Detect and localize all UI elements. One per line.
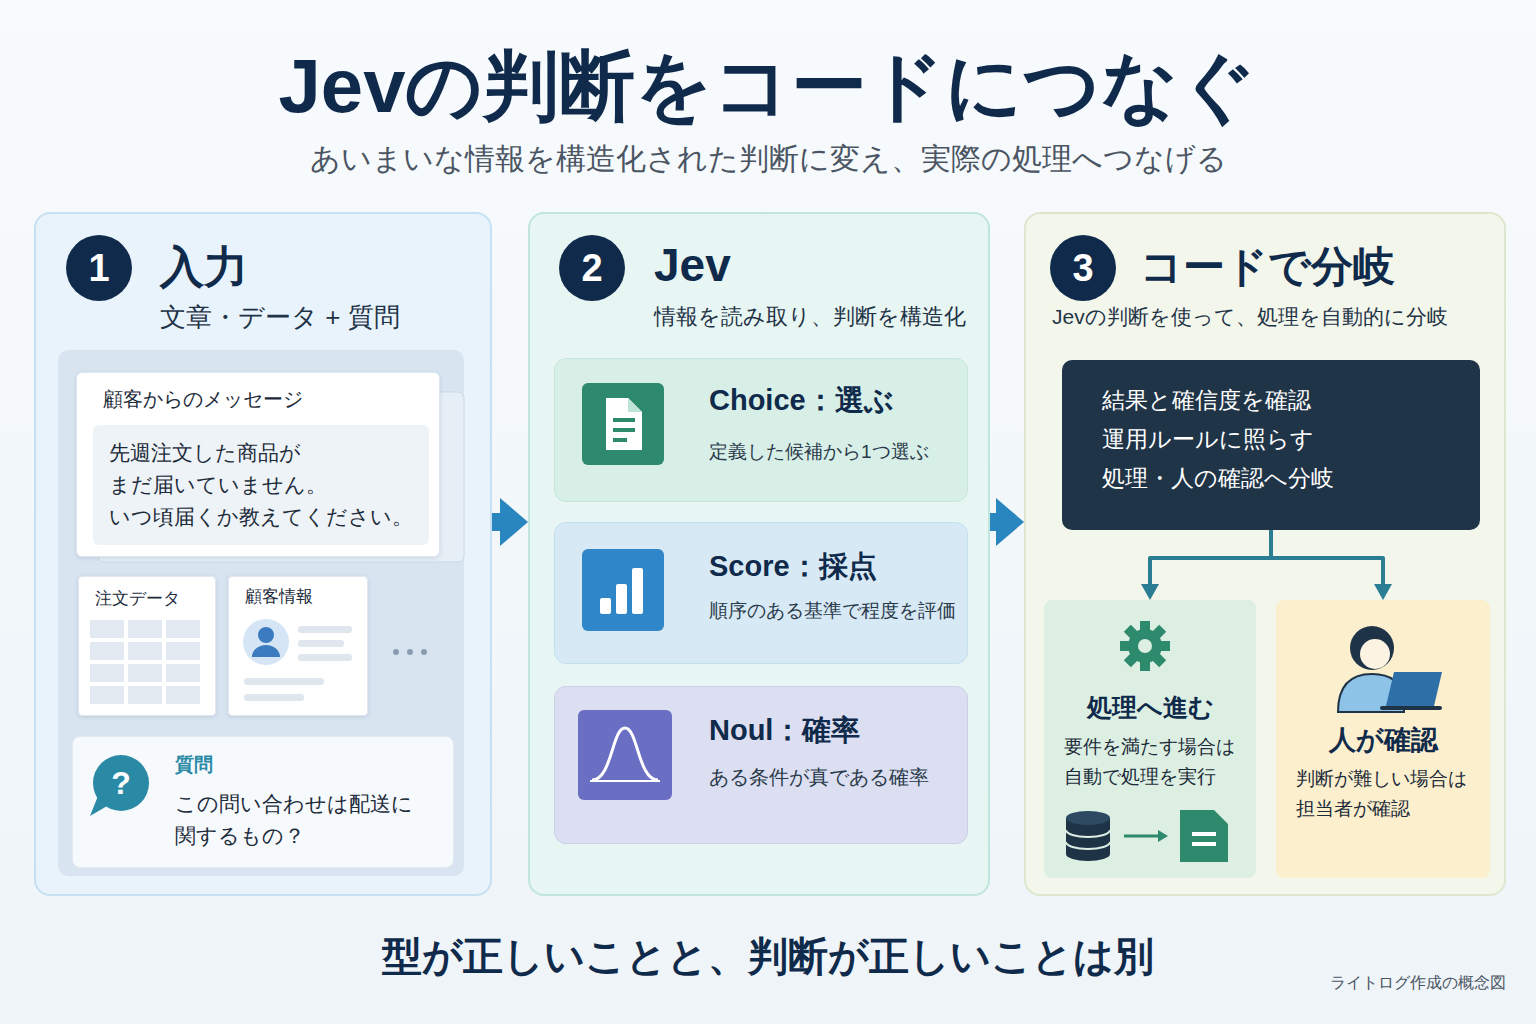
message-text: 先週注文した商品が まだ届いていません。 いつ頃届くか教えてください。 — [109, 437, 425, 533]
mode-card: Noul：確率ある条件が真である確率 — [554, 686, 968, 844]
branch-heading: 処理へ進む — [1044, 692, 1256, 722]
step-number: 2 — [559, 235, 625, 301]
auto-branch-box: 処理へ進む要件を満たす場合は 自動で処理を実行 — [1044, 600, 1256, 878]
mode-card: Score：採点順序のある基準で程度を評価 — [554, 522, 968, 664]
rule-line: 運用ルールに照らす — [1102, 426, 1314, 454]
diagram-title: Jevの判断をコードにつなぐ — [0, 40, 1536, 131]
credit-note: ライトログ作成の概念図 — [1300, 973, 1506, 992]
panel-heading: Jev — [654, 238, 731, 293]
card-title: 顧客からのメッセージ — [103, 387, 303, 411]
data-card: 顧客情報 — [228, 576, 368, 716]
mode-description: 順序のある基準で程度を評価 — [709, 600, 956, 623]
card-title: 顧客情報 — [245, 587, 313, 607]
flow-arrow — [990, 513, 996, 531]
mode-heading: Noul：確率 — [709, 713, 860, 748]
branch-heading: 人が確認 — [1276, 724, 1490, 756]
jev-panel: 2 Jev 情報を読み取り、判断を構造化 Choice：選ぶ定義した候補から1つ選ぶ S… — [528, 212, 990, 896]
mode-description: ある条件が真である確率 — [709, 765, 929, 789]
input-panel: 1 入力文章・データ + 質問顧客からのメッセージ先週注文した商品が まだ届いてい… — [34, 212, 492, 896]
question-label: 質問 — [175, 754, 213, 777]
rule-line: 処理・人の確認へ分岐 — [1102, 465, 1334, 493]
question-box: ? 質問この問い合わせは配送に 関するもの？ — [72, 736, 454, 868]
data-card: 注文データ — [78, 576, 216, 716]
card-title: 注文データ — [95, 589, 180, 609]
subtitle: あいまいな情報を構造化された判断に変え、実際の処理へつなげる — [0, 141, 1536, 177]
panel-heading: 入力 — [160, 241, 248, 294]
rule-line: 結果と確信度を確認 — [1102, 387, 1311, 415]
mode-card: Choice：選ぶ定義した候補から1つ選ぶ — [554, 358, 968, 502]
mode-heading: Choice：選ぶ — [709, 383, 894, 418]
mode-heading: Score：採点 — [709, 549, 877, 584]
diagram-caption: 型が正しいことと、判断が正しいことは別 — [0, 932, 1536, 980]
branch-panel: 3 コードで分岐 Jevの判断を使って、処理を自動的に分岐結果と確信度を確認運用ルー… — [1024, 212, 1506, 896]
branch-description: 判断が難しい場合は 担当者が確認 — [1296, 764, 1488, 824]
mode-description: 定義した候補から1つ選ぶ — [709, 441, 929, 464]
rule-box: 結果と確信度を確認運用ルールに照らす処理・人の確認へ分岐 — [1062, 360, 1480, 530]
branch-description: 要件を満たす場合は 自動で処理を実行 — [1064, 732, 1254, 792]
question-text: この問い合わせは配送に 関するもの？ — [175, 788, 437, 852]
human-branch-box: 人が確認判断が難しい場合は 担当者が確認 — [1276, 600, 1490, 878]
step-number: 3 — [1050, 235, 1116, 301]
message-card: 顧客からのメッセージ先週注文した商品が まだ届いていません。 いつ頃届くか教えて… — [76, 372, 440, 557]
flow-arrow — [492, 513, 500, 531]
panel-subtitle: 文章・データ + 質問 — [160, 302, 400, 333]
message-body: 先週注文した商品が まだ届いていません。 いつ頃届くか教えてください。 — [93, 425, 429, 545]
question-icon: ? — [93, 755, 149, 811]
panel-heading: コードで分岐 — [1140, 242, 1395, 292]
panel-subtitle: Jevの判断を使って、処理を自動的に分岐 — [1052, 304, 1448, 329]
step-number: 1 — [66, 235, 132, 301]
panel-subtitle: 情報を読み取り、判断を構造化 — [654, 304, 966, 330]
